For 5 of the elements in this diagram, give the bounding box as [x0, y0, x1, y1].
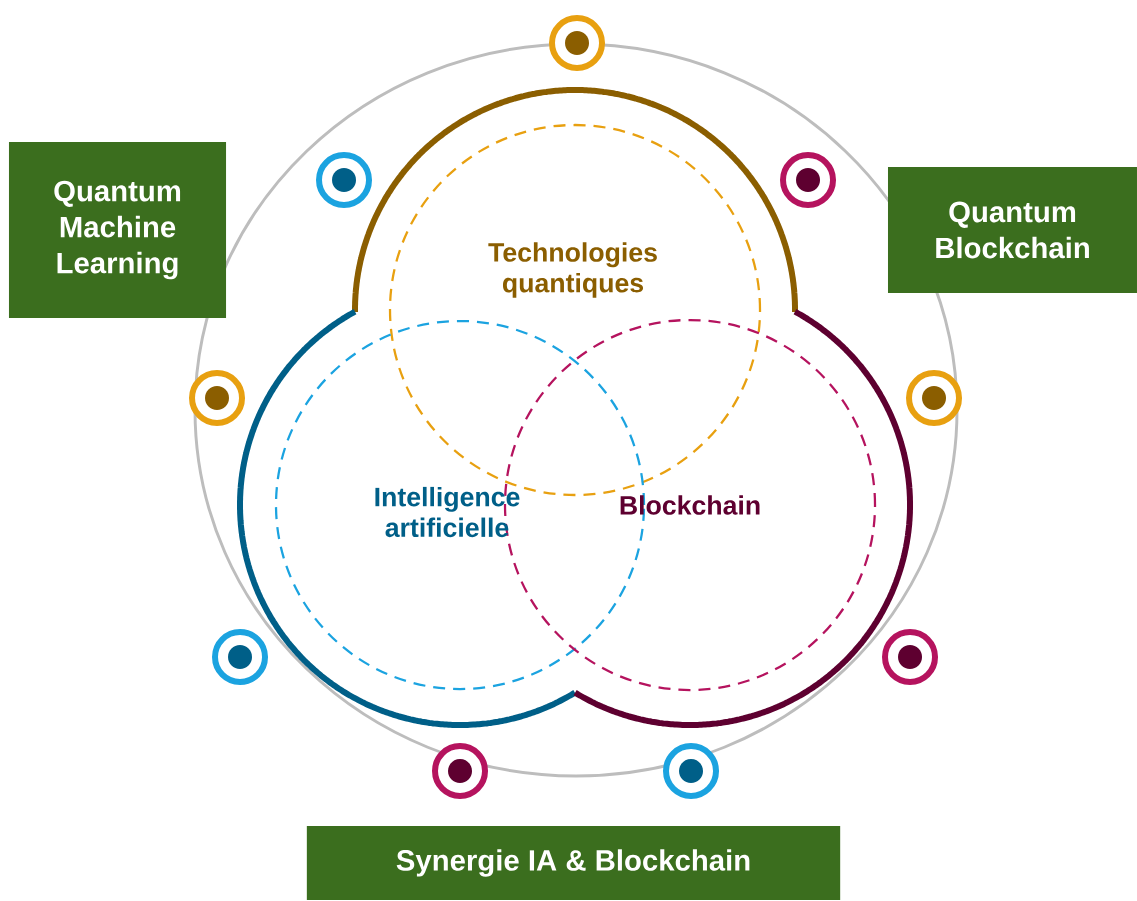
label-box: Quantum Machine Learning	[8, 142, 227, 318]
circle-label: Blockchain	[620, 495, 760, 515]
circle-label: Technologies quantiques	[488, 242, 657, 298]
label-box: Synergie IA & Blockchain	[306, 826, 841, 900]
label-box: Quantum Blockchain	[888, 167, 1137, 293]
